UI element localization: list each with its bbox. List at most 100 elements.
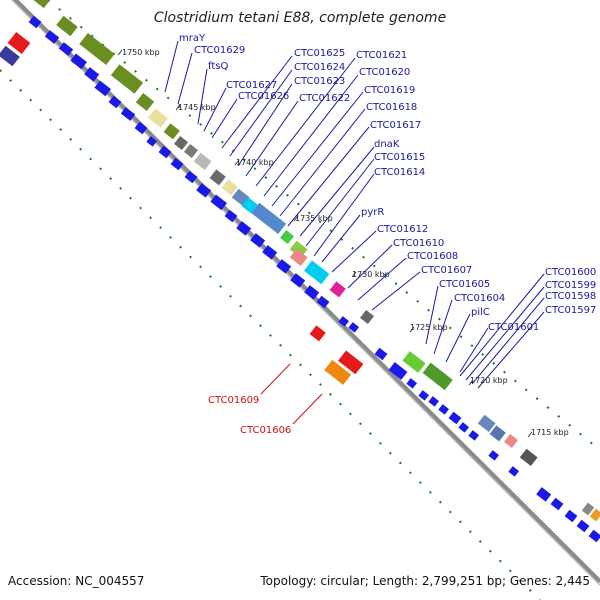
gene-arrow[interactable] (184, 170, 198, 184)
gene-arrow[interactable] (588, 529, 600, 543)
gene-label[interactable]: CTC01620 (359, 67, 410, 78)
gene-arrow[interactable] (388, 362, 408, 380)
gene-block[interactable] (477, 414, 496, 433)
gene-arrow[interactable] (224, 209, 238, 223)
gene-label[interactable]: CTC01618 (366, 102, 417, 113)
gene-block[interactable] (221, 179, 238, 196)
gene-label[interactable]: pilC (471, 307, 490, 318)
gene-arrow[interactable] (406, 378, 417, 389)
gene-label[interactable]: CTC01604 (454, 293, 505, 304)
gene-block[interactable] (289, 248, 308, 267)
gene-block[interactable] (503, 433, 519, 449)
gene-block[interactable] (173, 135, 189, 151)
gene-arrow[interactable] (428, 396, 439, 407)
gene-label[interactable]: CTC01621 (356, 50, 407, 61)
gene-arrow[interactable] (458, 422, 469, 433)
gene-arrow[interactable] (468, 430, 479, 441)
gene-block[interactable] (289, 240, 308, 259)
gene-label[interactable]: CTC01605 (439, 279, 490, 290)
gene-arrow[interactable] (170, 157, 184, 171)
gene-block[interactable] (193, 152, 212, 171)
gene-arrow[interactable] (290, 273, 306, 288)
gene-label[interactable]: CTC01599 (545, 280, 596, 291)
gene-label[interactable]: CTC01597 (545, 305, 596, 316)
gene-arrow[interactable] (488, 450, 499, 461)
gene-label[interactable]: CTC01622 (299, 93, 350, 104)
gene-arrow[interactable] (250, 233, 266, 248)
gene-label[interactable]: mraY (179, 33, 206, 44)
gene-arrow[interactable] (134, 121, 148, 135)
gene-label[interactable]: CTC01610 (393, 238, 444, 249)
gene-block[interactable] (304, 260, 330, 285)
gene-block[interactable] (163, 123, 180, 140)
gene-arrow[interactable] (108, 95, 122, 109)
gene-arrow[interactable] (120, 107, 136, 121)
gene-arrow[interactable] (550, 497, 564, 511)
gene-arrow[interactable] (576, 519, 590, 533)
gene-label[interactable]: CTC01598 (545, 291, 596, 302)
gene-block[interactable] (31, 0, 50, 9)
gene-block[interactable] (251, 202, 287, 234)
gene-label[interactable]: CTC01629 (194, 45, 245, 56)
gene-arrow[interactable] (508, 466, 519, 477)
gene-label[interactable]: CTC01606 (240, 425, 291, 436)
gene-arrow[interactable] (316, 295, 330, 309)
gene-label[interactable]: CTC01601 (488, 322, 539, 333)
gene-arrow[interactable] (28, 15, 42, 29)
gene-label[interactable]: CTC01627 (226, 80, 277, 91)
gene-label[interactable]: CTC01608 (407, 251, 458, 262)
gene-block[interactable] (329, 281, 346, 298)
gene-arrow[interactable] (58, 42, 74, 56)
gene-arrow[interactable] (262, 245, 278, 260)
gene-block[interactable] (56, 15, 78, 37)
gene-label[interactable]: CTC01625 (294, 48, 345, 59)
gene-block[interactable] (7, 31, 31, 55)
gene-arrow[interactable] (348, 322, 359, 333)
gene-arrow[interactable] (146, 136, 157, 147)
gene-block[interactable] (519, 448, 538, 467)
gene-label[interactable]: CTC01626 (238, 91, 289, 102)
gene-label[interactable]: CTC01614 (374, 167, 425, 178)
gene-block[interactable] (422, 362, 453, 391)
gene-label[interactable]: CTC01607 (421, 265, 472, 276)
gene-block[interactable] (581, 502, 595, 516)
gene-label[interactable]: ftsQ (208, 61, 228, 72)
gene-arrow[interactable] (44, 30, 60, 44)
gene-label[interactable]: CTC01624 (294, 62, 345, 73)
gene-arrow[interactable] (210, 194, 227, 211)
gene-label[interactable]: CTC01619 (364, 85, 415, 96)
gene-block[interactable] (338, 350, 364, 375)
gene-block[interactable] (209, 169, 226, 186)
gene-label[interactable]: CTC01612 (377, 224, 428, 235)
gene-block[interactable] (324, 359, 352, 385)
gene-block[interactable] (241, 197, 258, 214)
gene-label[interactable]: CTC01600 (545, 267, 596, 278)
gene-block[interactable] (183, 143, 199, 159)
gene-block[interactable] (279, 229, 295, 245)
gene-arrow[interactable] (236, 221, 252, 236)
gene-block[interactable] (359, 309, 375, 325)
gene-arrow[interactable] (70, 53, 87, 70)
gene-arrow[interactable] (158, 145, 172, 159)
gene-arrow[interactable] (338, 316, 349, 327)
gene-arrow[interactable] (94, 80, 111, 97)
gene-block[interactable] (0, 45, 20, 67)
gene-block[interactable] (589, 508, 600, 522)
gene-label[interactable]: CTC01609 (208, 395, 259, 406)
gene-arrow[interactable] (448, 411, 462, 425)
gene-block[interactable] (309, 325, 326, 342)
gene-label[interactable]: CTC01623 (294, 76, 345, 87)
gene-block[interactable] (489, 425, 506, 442)
gene-block[interactable] (402, 351, 426, 373)
gene-arrow[interactable] (196, 183, 212, 198)
gene-arrow[interactable] (536, 487, 552, 502)
gene-label[interactable]: dnaK (374, 139, 400, 150)
gene-arrow[interactable] (418, 390, 429, 401)
gene-block[interactable] (148, 108, 168, 128)
gene-arrow[interactable] (84, 67, 100, 82)
gene-arrow[interactable] (438, 404, 449, 415)
gene-block[interactable] (110, 64, 144, 94)
gene-arrow[interactable] (304, 285, 320, 300)
gene-arrow[interactable] (276, 259, 292, 274)
gene-label[interactable]: CTC01617 (370, 120, 421, 131)
